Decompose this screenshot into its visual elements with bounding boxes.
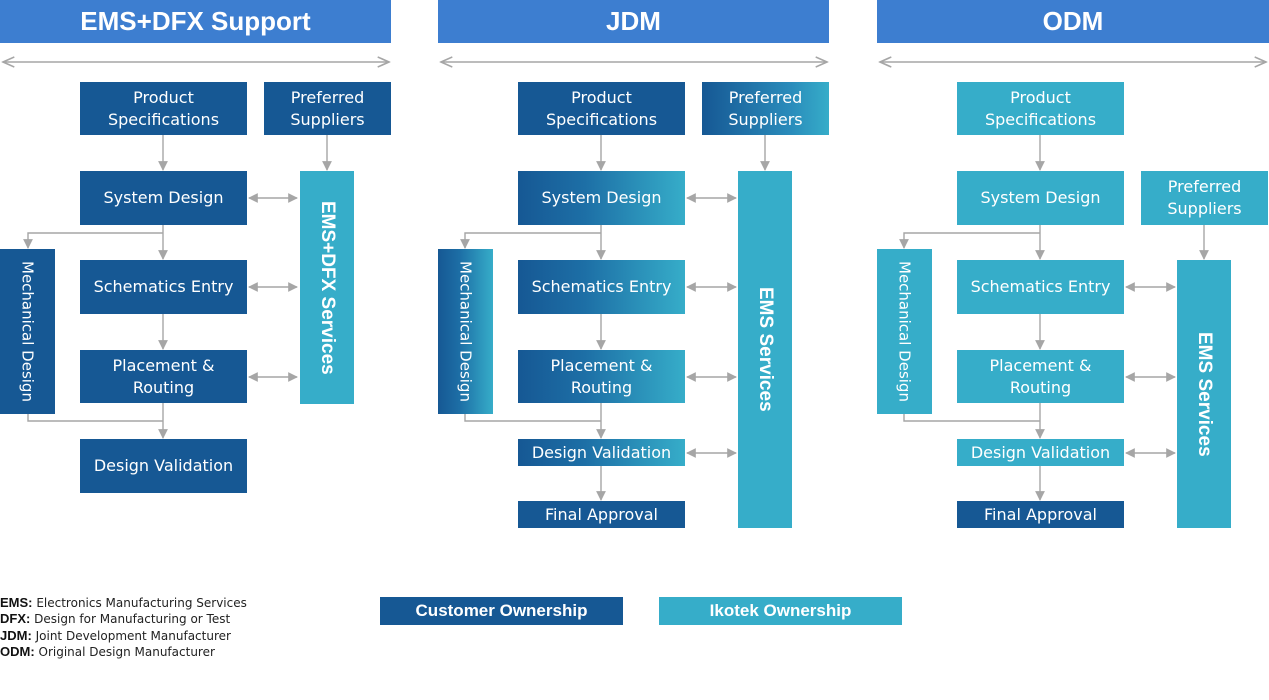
odm-ems-services: EMS Services <box>1177 260 1231 528</box>
odm-system-design: System Design <box>957 171 1124 225</box>
odm-mechanical-design: Mechanical Design <box>877 249 932 414</box>
odm-final-approval: Final Approval <box>957 501 1124 528</box>
jdm-placement-routing: Placement & Routing <box>518 350 685 403</box>
legend-odm: ODM: Original Design Manufacturer <box>0 644 215 659</box>
jdm-ems-services: EMS Services <box>738 171 792 528</box>
ems-placement-routing: Placement & Routing <box>80 350 247 403</box>
legend-dfx: DFX: Design for Manufacturing or Test <box>0 611 231 626</box>
ems-design-validation: Design Validation <box>80 439 247 493</box>
legend-ikotek-ownership: Ikotek Ownership <box>659 597 902 625</box>
ems-mechanical-design: Mechanical Design <box>0 249 55 414</box>
odm-preferred-suppliers: Preferred Suppliers <box>1141 171 1268 225</box>
odm-product-specifications: Product Specifications <box>957 82 1124 135</box>
legend-jdm: JDM: Joint Development Manufacturer <box>0 628 231 643</box>
jdm-preferred-suppliers: Preferred Suppliers <box>702 82 829 135</box>
jdm-product-specifications: Product Specifications <box>518 82 685 135</box>
ems-dfx-services: EMS+DFX Services <box>300 171 354 404</box>
odm-design-validation: Design Validation <box>957 439 1124 466</box>
header-odm: ODM <box>877 0 1269 43</box>
jdm-system-design: System Design <box>518 171 685 225</box>
ems-system-design: System Design <box>80 171 247 225</box>
ems-preferred-suppliers: Preferred Suppliers <box>264 82 391 135</box>
ems-product-specifications: Product Specifications <box>80 82 247 135</box>
jdm-schematics-entry: Schematics Entry <box>518 260 685 314</box>
jdm-design-validation: Design Validation <box>518 439 685 466</box>
odm-placement-routing: Placement & Routing <box>957 350 1124 403</box>
header-ems-dfx-support: EMS+DFX Support <box>0 0 391 43</box>
jdm-final-approval: Final Approval <box>518 501 685 528</box>
legend-customer-ownership: Customer Ownership <box>380 597 623 625</box>
header-jdm: JDM <box>438 0 829 43</box>
ems-schematics-entry: Schematics Entry <box>80 260 247 314</box>
jdm-mechanical-design: Mechanical Design <box>438 249 493 414</box>
odm-schematics-entry: Schematics Entry <box>957 260 1124 314</box>
legend-ems: EMS: Electronics Manufacturing Services <box>0 595 247 610</box>
